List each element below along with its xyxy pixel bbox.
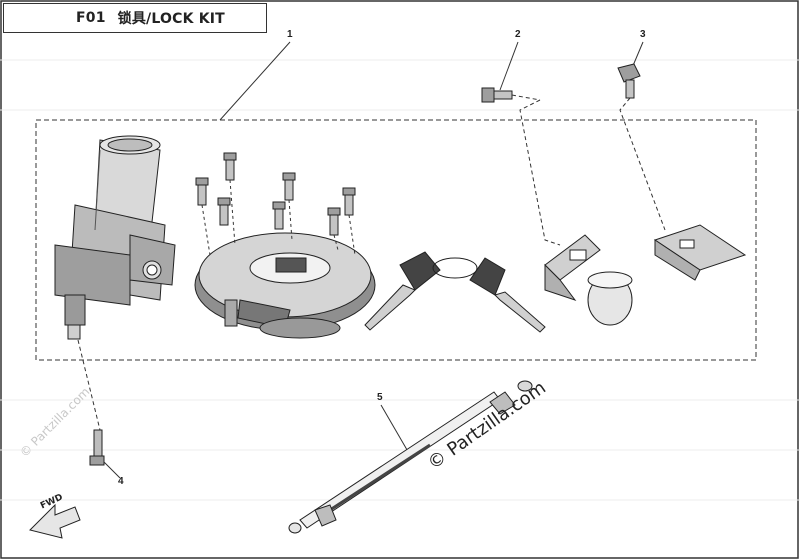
leader-line-5 (380, 404, 411, 456)
bolt-3 (617, 63, 641, 99)
bracket-right (653, 224, 747, 281)
callout-4: 4 (118, 476, 124, 487)
cable-assembly (288, 380, 533, 534)
guide-line-2b (519, 99, 561, 246)
fuel-cap (194, 232, 376, 339)
bolt-4 (89, 429, 105, 466)
callout-1: 1 (287, 29, 293, 40)
fwd-arrow (29, 503, 81, 539)
title-code: F01 (76, 10, 106, 26)
screw-guide-lines (201, 179, 356, 256)
guide-line-2 (511, 94, 541, 101)
callout-5: 5 (377, 392, 383, 403)
bolt-2 (481, 87, 513, 103)
guide-line-3 (619, 97, 666, 231)
leader-line-4 (103, 461, 121, 479)
guide-line-4 (77, 339, 101, 431)
title-name: 锁具/LOCK KIT (117, 11, 225, 27)
ignition-switch (54, 135, 176, 340)
kit-enclosure (35, 119, 757, 361)
callout-2: 2 (515, 29, 521, 40)
keys (364, 251, 546, 333)
background-lines (0, 59, 800, 501)
bracket-left (544, 234, 633, 326)
leader-line-2 (499, 41, 519, 91)
fuel-cap-screws (195, 152, 356, 236)
leader-line-1 (219, 41, 291, 121)
callout-3: 3 (640, 29, 646, 40)
page-title: F01 锁具/LOCK KIT (3, 3, 267, 33)
